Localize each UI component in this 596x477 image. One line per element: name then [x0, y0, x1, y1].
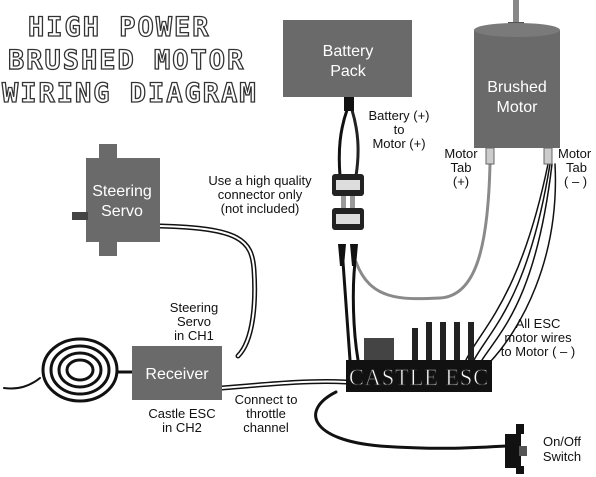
battery-wire-neg	[337, 108, 349, 178]
bullet-plug-pos	[350, 244, 358, 266]
motor-tab-negative	[543, 147, 553, 165]
antenna-coil-1	[41, 337, 119, 403]
esc-body	[346, 360, 492, 392]
esc-post-2	[426, 322, 432, 362]
connector-lower-band	[336, 214, 360, 224]
receiver-label: Receiver	[145, 366, 209, 383]
on-off-switch	[505, 424, 527, 474]
battery-plug	[344, 97, 354, 111]
esc-post-4	[454, 322, 460, 362]
receiver-body	[132, 346, 222, 400]
battery-to-motor-wire	[354, 162, 492, 301]
steering-servo-ch-label-3: in CH1	[174, 328, 214, 343]
connector-pin-1	[341, 196, 346, 208]
motor-shaft	[513, 0, 519, 22]
motor-tab-pos-label-3: (+)	[453, 174, 469, 189]
brushed-motor: Brushed Motor	[474, 0, 560, 165]
castle-esc: CASTLE ESC	[346, 322, 492, 392]
switch-lead	[314, 390, 508, 450]
servo-lead-inner	[159, 225, 256, 357]
servo-label-2: Servo	[101, 203, 143, 220]
esc-cap	[364, 338, 394, 362]
esc-label: CASTLE ESC	[349, 365, 489, 390]
motor-tab-neg-label-1: Motor	[558, 146, 592, 161]
steering-servo-ch-label-2: Servo	[177, 314, 211, 329]
esc-wires-label-3: to Motor ( – )	[501, 344, 575, 359]
steering-servo-ch-label-1: Steering	[170, 300, 218, 315]
title-line-3: WIRING DIAGRAM	[2, 78, 258, 109]
motor-can	[474, 30, 560, 148]
motor-tab-pos-label-2: Tab	[451, 160, 472, 175]
motor-tab-neg-label-2: Tab	[566, 160, 587, 175]
switch-body	[505, 434, 521, 468]
diagram-title: HIGH POWER BRUSHED MOTOR WIRING DIAGRAM	[1, 11, 258, 109]
battery-label-2: Pack	[330, 63, 367, 80]
servo-horn	[72, 212, 88, 220]
battery-to-motor-label-2: to	[394, 122, 405, 137]
motor-tab-pos-label-1: Motor	[444, 146, 478, 161]
antenna-coil-4	[65, 358, 95, 382]
battery-pack: Battery Pack	[283, 20, 412, 111]
throttle-lead-inner	[221, 380, 347, 389]
esc-post-3	[440, 322, 446, 362]
motor-tab-neg-label-3: ( – )	[564, 174, 587, 189]
switch-nub	[519, 446, 527, 456]
servo-label-1: Steering	[92, 183, 152, 200]
esc-motor-wire-4	[489, 163, 557, 363]
esc-post-1	[412, 328, 418, 362]
title-line-1: HIGH POWER	[28, 12, 211, 43]
bullet-plug-neg	[338, 244, 346, 266]
switch-foot	[516, 466, 524, 474]
antenna-coil-2	[49, 344, 111, 396]
connector-label-2: connector only	[218, 187, 303, 202]
motor-tab-positive	[485, 147, 495, 165]
switch-label-2: Switch	[543, 449, 581, 464]
steering-servo: Steering Servo	[72, 144, 160, 256]
throttle-label-2: throttle	[246, 406, 286, 421]
motor-label-2: Motor	[497, 99, 539, 116]
battery-to-motor-label-3: Motor (+)	[372, 136, 425, 151]
connector-upper-band	[336, 180, 360, 190]
annotations: Battery (+) to Motor (+) Use a high qual…	[148, 108, 592, 464]
connector-label-3: (not included)	[221, 201, 300, 216]
servo-body	[86, 158, 160, 242]
switch-toggle	[516, 424, 524, 434]
servo-top-tab	[99, 144, 117, 162]
esc-post-5	[468, 322, 474, 362]
castle-esc-ch-label-2: in CH2	[162, 420, 202, 435]
throttle-label-1: Connect to	[235, 392, 298, 407]
receiver: Receiver	[132, 346, 222, 400]
castle-esc-ch-label-1: Castle ESC	[148, 406, 215, 421]
antenna-coil-3	[57, 351, 103, 389]
esc-wires-label-1: All ESC	[516, 316, 561, 331]
esc-motor-wire-2	[473, 163, 551, 361]
connector-label-1: Use a high quality	[208, 173, 312, 188]
battery-to-motor-label-1: Battery (+)	[368, 108, 429, 123]
esc-motor-wire-3	[481, 163, 553, 361]
throttle-label-3: channel	[243, 420, 289, 435]
battery-label-1: Battery	[323, 43, 374, 60]
switch-label-1: On/Off	[543, 434, 581, 449]
esc-wires-label-2: motor wires	[504, 330, 572, 345]
antenna-tail	[3, 377, 41, 390]
high-quality-connector	[332, 174, 364, 266]
connector-pin-2	[350, 196, 355, 208]
esc-wire-pos	[351, 260, 360, 362]
battery-body	[283, 20, 412, 97]
battery-wire-pos	[350, 108, 360, 178]
esc-wire-neg	[341, 260, 352, 362]
title-line-2: BRUSHED MOTOR	[8, 45, 245, 76]
motor-label-1: Brushed	[487, 79, 547, 96]
motor-top-face	[474, 23, 560, 37]
